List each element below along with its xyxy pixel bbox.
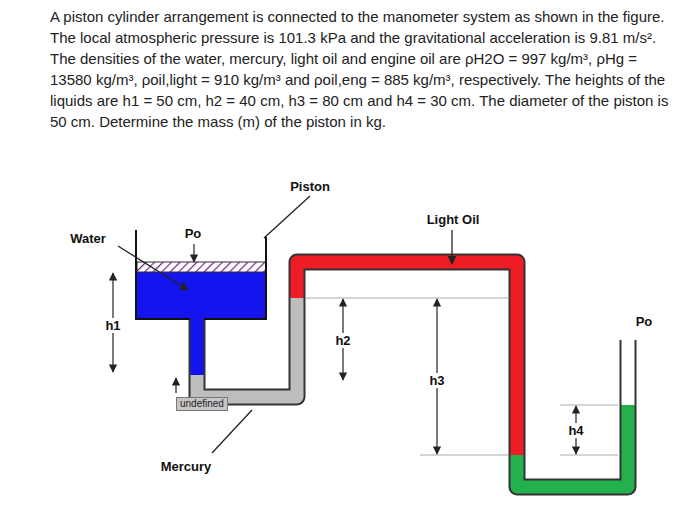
problem-statement: A piston cylinder arrangement is connect… [50, 6, 682, 132]
box-text: undefined [180, 398, 224, 409]
reference-line [306, 298, 508, 299]
diagram-label: Light Oil [427, 212, 480, 227]
leader-line [264, 196, 310, 238]
diagram-label: Mercury [161, 459, 212, 474]
diagram-label: Po [636, 314, 653, 329]
diagram-label: Water [70, 231, 106, 246]
reference-line [560, 405, 618, 406]
water-stem [191, 316, 204, 375]
reference-line [560, 455, 618, 456]
reference-line [420, 455, 508, 456]
diagram-label: h4 [566, 423, 585, 438]
leader-line [212, 410, 252, 453]
light-oil-column [297, 262, 517, 455]
diagram-label: Po [185, 226, 202, 241]
cylinder-wall [136, 230, 266, 319]
diagram-label: h1 [103, 318, 122, 333]
leader-line [193, 244, 194, 262]
tube-label-box: undefined [176, 397, 228, 411]
open-tube [622, 338, 635, 405]
water-body [137, 271, 266, 319]
diagram-label: h2 [333, 333, 352, 348]
diagram-label: Piston [290, 179, 330, 194]
leader-line [118, 246, 188, 290]
leader-line [451, 230, 452, 264]
diagram-label: h3 [427, 373, 446, 388]
leader-line [175, 378, 176, 393]
engine-oil-column [517, 405, 628, 487]
